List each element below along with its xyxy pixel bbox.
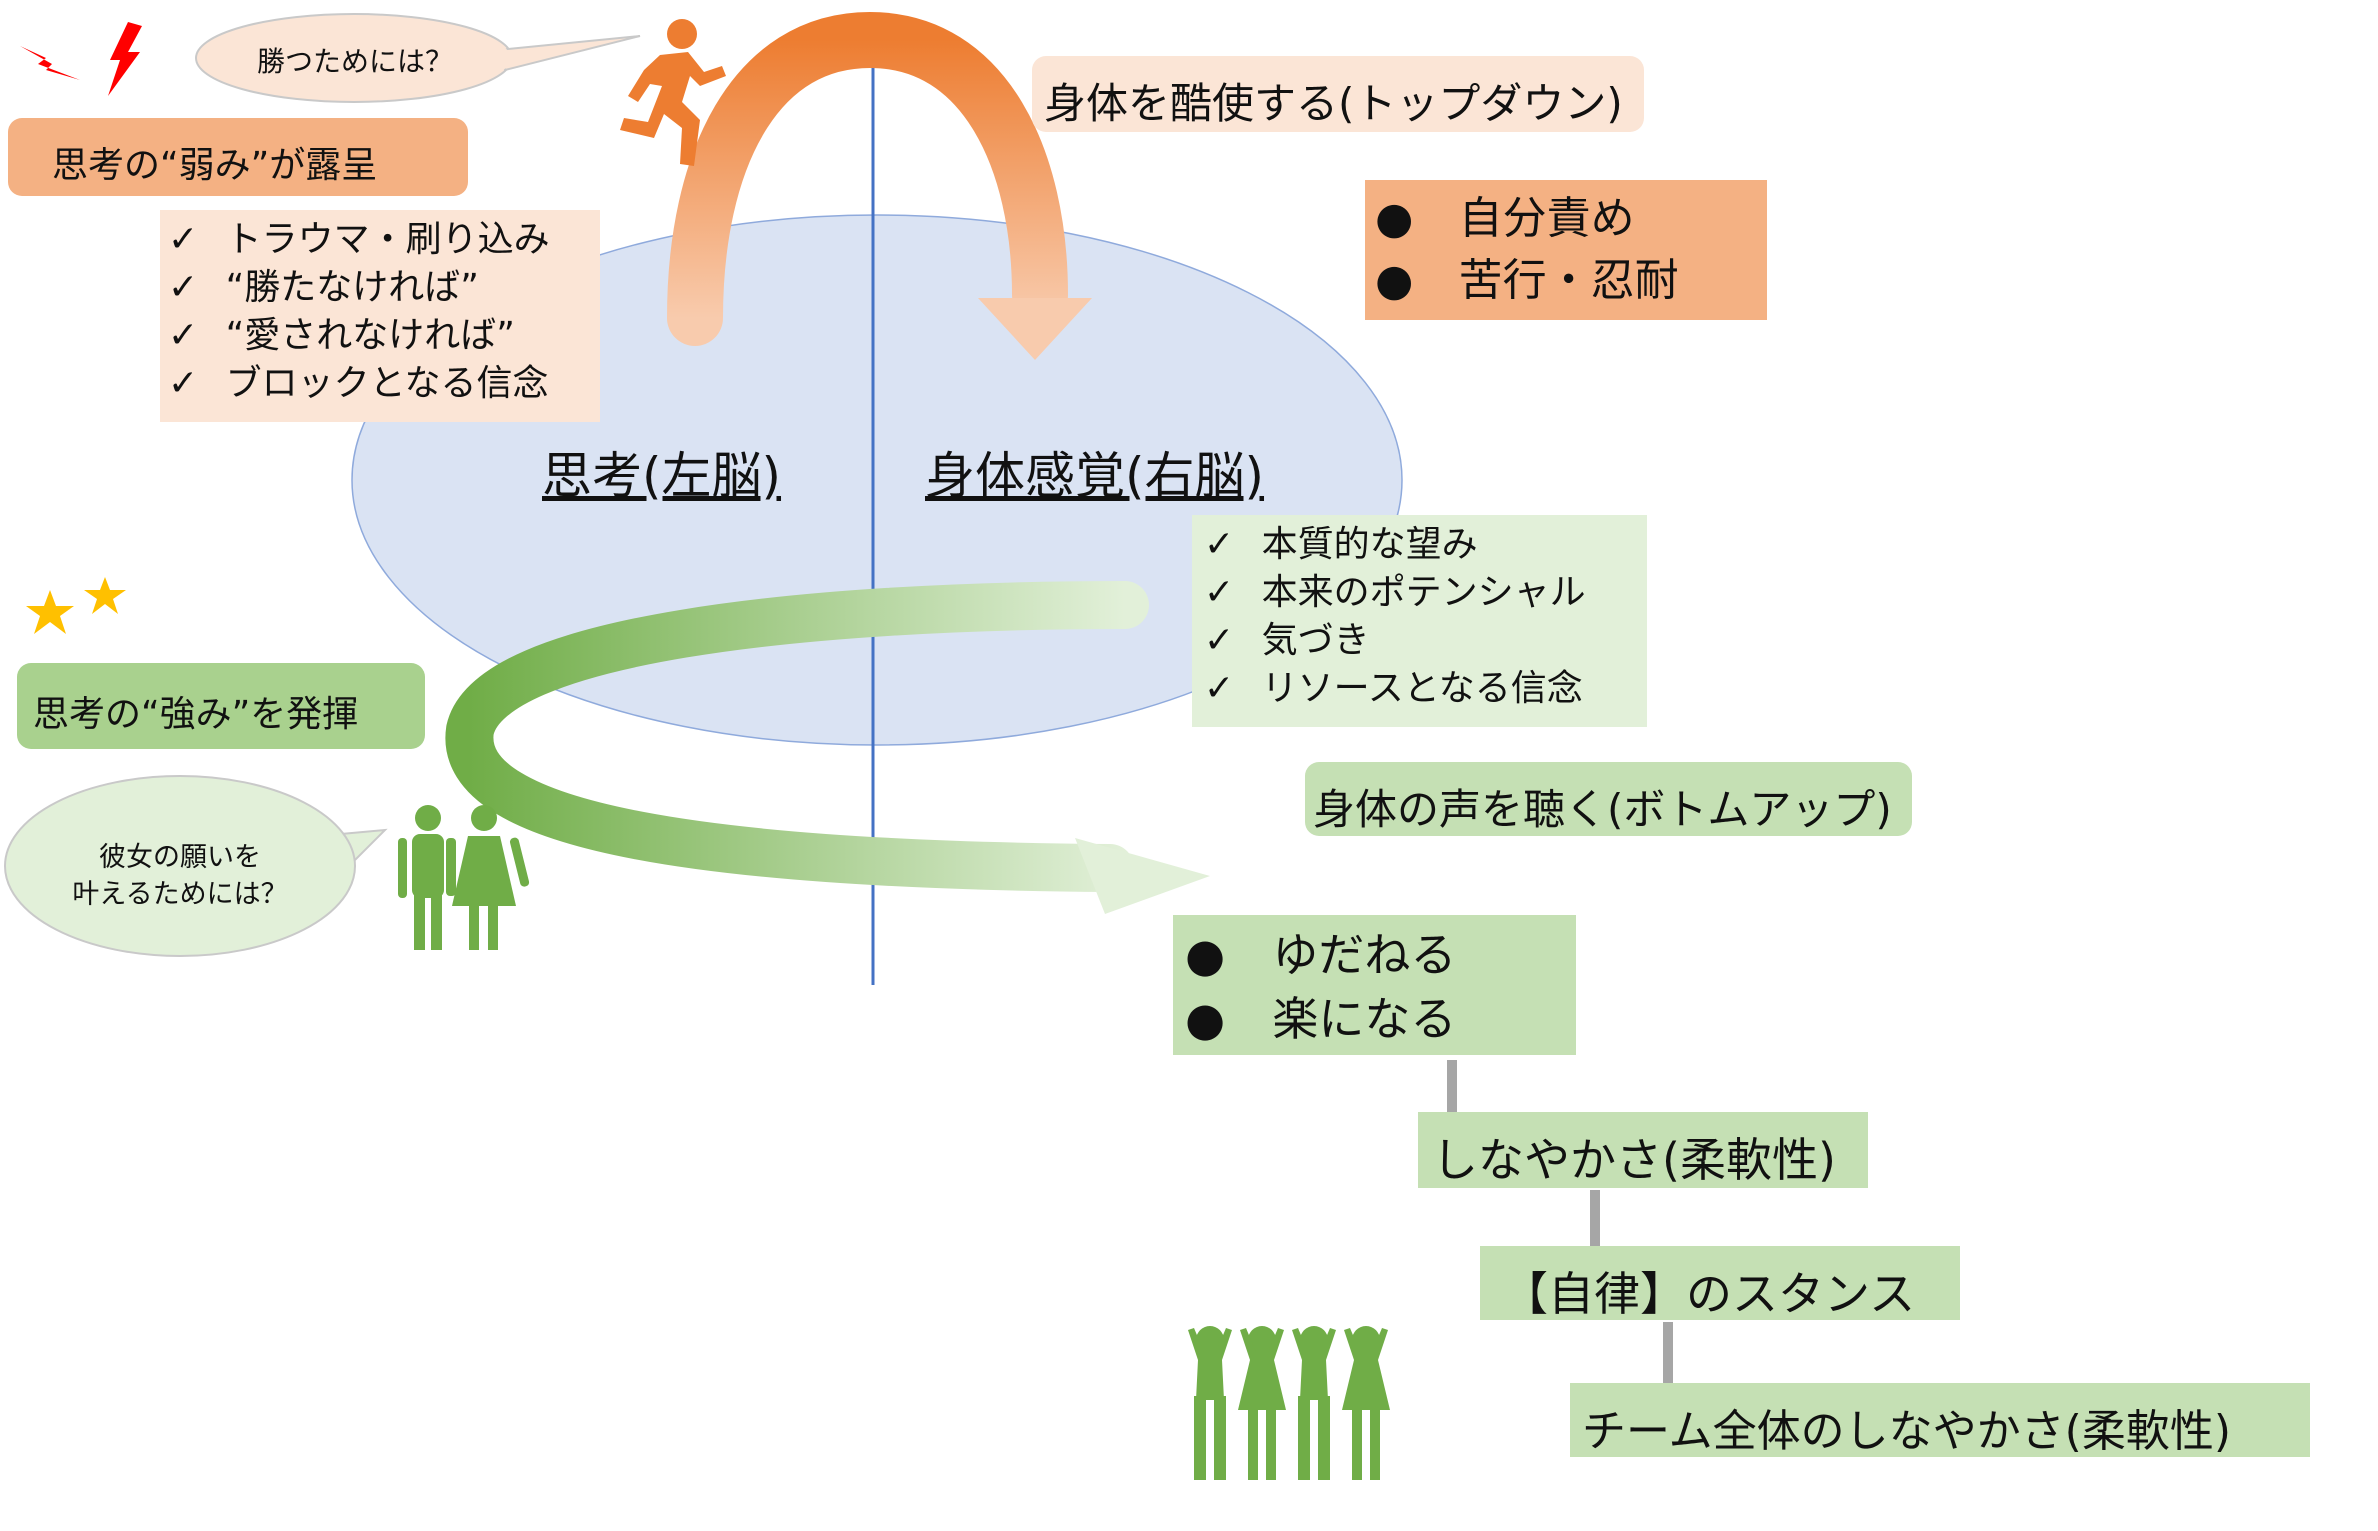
chain-box-autonomy: 【自律】のスタンス xyxy=(1480,1246,1960,1321)
beliefs-list: ✓トラウマ・刷り込み ✓“勝たなければ” ✓“愛されなければ” ✓ブロックとなる… xyxy=(160,210,600,422)
list-item: ✓“愛されなければ” xyxy=(168,312,600,360)
left-brain-label: 思考(左脳) xyxy=(542,447,782,505)
bubble-question-wish-line2: 叶えるためには？ xyxy=(72,879,288,910)
bottomup-label: 身体の声を聴く(ボトムアップ) xyxy=(1313,785,1892,834)
check-icon: ✓ xyxy=(1204,668,1235,709)
list-item: ✓ブロックとなる信念 xyxy=(168,360,600,408)
bottomup-label-box: 身体の声を聴く(ボトムアップ) xyxy=(1305,762,1912,836)
list-item: ✓本質的な望み xyxy=(1204,521,1647,569)
list-item: ✓気づき xyxy=(1204,617,1647,665)
chain-box-team-flexibility: チーム全体のしなやかさ(柔軟性) xyxy=(1570,1383,2310,1457)
list-item: ●ゆだねる xyxy=(1185,923,1576,987)
check-icon: ✓ xyxy=(1204,524,1235,565)
check-icon: ✓ xyxy=(1204,572,1235,613)
bullet-icon: ● xyxy=(1375,255,1414,306)
chain-label: チーム全体のしなやかさ(柔軟性) xyxy=(1582,1406,2232,1457)
list-item: ✓本来のポテンシャル xyxy=(1204,569,1647,617)
topdown-arrow xyxy=(667,11,1092,360)
chain-label: しなやかさ(柔軟性) xyxy=(1432,1133,1836,1187)
topdown-label-box: 身体を酷使する(トップダウン) xyxy=(1032,56,1644,132)
check-icon: ✓ xyxy=(168,363,199,404)
chain-box-flexibility: しなやかさ(柔軟性) xyxy=(1418,1112,1868,1188)
couple-icon xyxy=(398,805,530,950)
list-item: ●自分責め xyxy=(1375,188,1767,250)
bottomup-arrow xyxy=(445,581,1210,914)
list-item: ✓トラウマ・刷り込み xyxy=(168,216,600,264)
chain-connectors xyxy=(1447,1060,1673,1385)
list-item: ✓“勝たなければ” xyxy=(168,264,600,312)
weakness-label: 思考の“弱み”が露呈 xyxy=(52,145,378,186)
bullet-icon: ● xyxy=(1185,928,1226,982)
topdown-label: 身体を酷使する(トップダウン) xyxy=(1044,79,1623,128)
right-brain-label: 身体感覚(右脳) xyxy=(925,447,1265,505)
bubble-question-wish-line1: 彼女の願いを xyxy=(99,842,261,873)
list-item: ●楽になる xyxy=(1185,987,1576,1051)
team-icon xyxy=(1188,1326,1390,1480)
speech-bubble-bottom xyxy=(4,775,388,957)
strength-label-text: 思考の“強み”を発揮 xyxy=(33,694,359,735)
weakness-label-box: 思考の“弱み”が露呈 xyxy=(8,118,468,196)
sparkle-icon xyxy=(26,577,126,634)
bubble-question-win: 勝つためには？ xyxy=(256,45,453,78)
bottomup-effects-box: ●ゆだねる ●楽になる xyxy=(1173,915,1576,1055)
check-icon: ✓ xyxy=(1204,620,1235,661)
check-icon: ✓ xyxy=(168,315,199,356)
lightning-icon xyxy=(20,22,142,96)
runner-icon xyxy=(620,19,726,166)
list-item: ●苦行・忍耐 xyxy=(1375,250,1767,312)
bullet-icon: ● xyxy=(1185,992,1226,1046)
topdown-effects-box: ●自分責め ●苦行・忍耐 xyxy=(1365,180,1767,320)
chain-label: 【自律】のスタンス xyxy=(1502,1267,1916,1321)
strength-label-box: 思考の“強み”を発揮 xyxy=(17,663,425,749)
speech-bubble-top xyxy=(195,13,641,103)
resources-list: ✓本質的な望み ✓本来のポテンシャル ✓気づき ✓リソースとなる信念 xyxy=(1192,515,1647,727)
check-icon: ✓ xyxy=(168,267,199,308)
bullet-icon: ● xyxy=(1375,193,1414,244)
check-icon: ✓ xyxy=(168,219,199,260)
list-item: ✓リソースとなる信念 xyxy=(1204,665,1647,713)
